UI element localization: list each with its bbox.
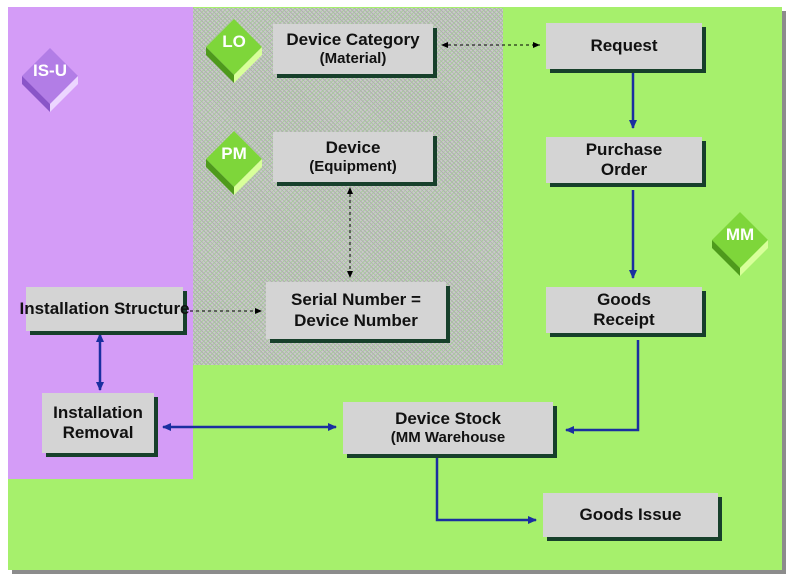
purchase-order-line1: Purchase bbox=[585, 139, 663, 159]
device-stock-box: Device Stock (MM Warehouse bbox=[343, 402, 553, 454]
mm-badge-label: MM bbox=[725, 225, 755, 244]
installation-removal-line1: Installation bbox=[53, 402, 143, 422]
goods-issue-label: Goods Issue bbox=[579, 504, 682, 524]
pm-badge-label: PM bbox=[221, 144, 247, 163]
diamond-badge-icon bbox=[206, 131, 262, 195]
arrow-stock-issue bbox=[435, 458, 537, 524]
installation-removal-line2: Removal bbox=[62, 423, 134, 442]
goods-receipt-line1: Goods bbox=[597, 289, 651, 309]
installation-removal-box: Installation Removal bbox=[42, 393, 154, 453]
device-title: Device bbox=[325, 137, 381, 157]
isu-badge: IS-U bbox=[22, 48, 78, 112]
purchase-order-box: Purchase Order bbox=[546, 137, 702, 183]
arrow-receipt-stock bbox=[565, 340, 640, 434]
device-category-box: Device Category (Material) bbox=[273, 24, 433, 74]
device-stock-line2: (MM Warehouse bbox=[390, 429, 506, 447]
request-box: Request bbox=[546, 23, 702, 69]
serial-number-line1: Serial Number = bbox=[291, 290, 421, 310]
device-category-subtitle: (Material) bbox=[319, 50, 387, 68]
goods-receipt-box: Goods Receipt bbox=[546, 287, 702, 333]
device-stock-line1: Device Stock bbox=[395, 408, 501, 428]
device-box: Device (Equipment) bbox=[273, 132, 433, 182]
isu-badge-label: IS-U bbox=[33, 61, 67, 80]
installation-structure-box: Installation Structure bbox=[19, 287, 190, 331]
diamond-badge-icon bbox=[22, 48, 78, 112]
diamond-badge-icon bbox=[712, 212, 768, 276]
installation-structure-label: Installation Structure bbox=[19, 298, 190, 318]
pm-badge: PM bbox=[206, 131, 262, 195]
lo-badge-label: LO bbox=[222, 32, 246, 51]
lo-badge: LO bbox=[206, 19, 262, 83]
request-label: Request bbox=[590, 35, 658, 55]
mm-badge: MM bbox=[712, 212, 768, 276]
purchase-order-line2: Order bbox=[600, 160, 648, 179]
serial-number-line2: Device Number bbox=[294, 310, 418, 330]
serial-number-box: Serial Number = Device Number bbox=[266, 282, 446, 339]
device-category-title: Device Category bbox=[286, 29, 420, 49]
goods-receipt-line2: Receipt bbox=[593, 310, 655, 329]
goods-issue-box: Goods Issue bbox=[543, 493, 718, 537]
device-subtitle: (Equipment) bbox=[309, 158, 397, 176]
diamond-badge-icon bbox=[206, 19, 262, 83]
